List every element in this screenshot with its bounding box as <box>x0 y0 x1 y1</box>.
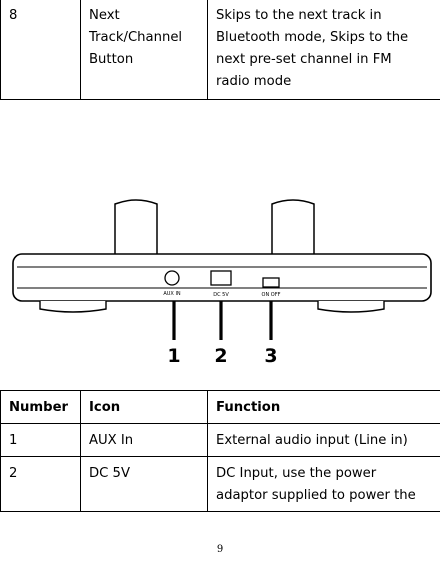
row-icon: AUX In <box>80 423 208 457</box>
left-knob <box>114 199 158 258</box>
left-foot <box>39 301 107 313</box>
device-rear-panel-figure: AUX IN DC 5V ON OFF 1 2 3 <box>12 199 432 367</box>
function-line: DC Input, use the power <box>216 466 377 481</box>
table-row: 1 AUX In External audio input (Line in) <box>0 423 440 457</box>
row-function: Skips to the next track in Bluetooth mod… <box>207 0 440 100</box>
on-off-switch <box>262 277 280 288</box>
row-icon: Next Track/Channel Button <box>80 0 208 100</box>
icon-line: Next <box>89 8 120 23</box>
aux-in-jack <box>164 270 180 286</box>
port-function-table: Number Icon Function 1 AUX In External a… <box>0 390 440 512</box>
row-number: 8 <box>0 0 81 100</box>
header-number: Number <box>0 390 81 424</box>
callout-1: 1 <box>167 345 180 367</box>
callout-3: 3 <box>264 345 277 367</box>
row-number: 1 <box>0 423 81 457</box>
feature-table-continued: 8 Next Track/Channel Button Skips to the… <box>0 0 440 100</box>
right-knob <box>271 199 315 258</box>
dc-5v-port <box>210 270 232 286</box>
port-label-dc: DC 5V <box>213 292 229 298</box>
function-line: adaptor supplied to power the <box>216 488 416 503</box>
table-row: 8 Next Track/Channel Button Skips to the… <box>0 0 440 100</box>
row-function: DC Input, use the power adaptor supplied… <box>207 456 440 512</box>
header-function: Function <box>207 390 440 424</box>
port-label-switch: ON OFF <box>262 292 281 298</box>
icon-line: Button <box>89 52 134 67</box>
page-number: 9 <box>216 544 224 555</box>
callout-2: 2 <box>214 345 227 367</box>
table-header-row: Number Icon Function <box>0 390 440 424</box>
row-number: 2 <box>0 456 81 512</box>
right-foot <box>317 301 385 313</box>
row-icon: DC 5V <box>80 456 208 512</box>
table-row: 2 DC 5V DC Input, use the power adaptor … <box>0 456 440 512</box>
port-label-aux: AUX IN <box>163 291 181 297</box>
function-line: next pre-set channel in FM <box>216 52 392 67</box>
function-line: Bluetooth mode, Skips to the <box>216 30 409 45</box>
header-icon: Icon <box>80 390 208 424</box>
function-line: External audio input (Line in) <box>216 433 408 448</box>
icon-line: Track/Channel <box>89 30 183 45</box>
function-line: Skips to the next track in <box>216 8 382 23</box>
function-line: radio mode <box>216 74 292 89</box>
row-function: External audio input (Line in) <box>207 423 440 457</box>
